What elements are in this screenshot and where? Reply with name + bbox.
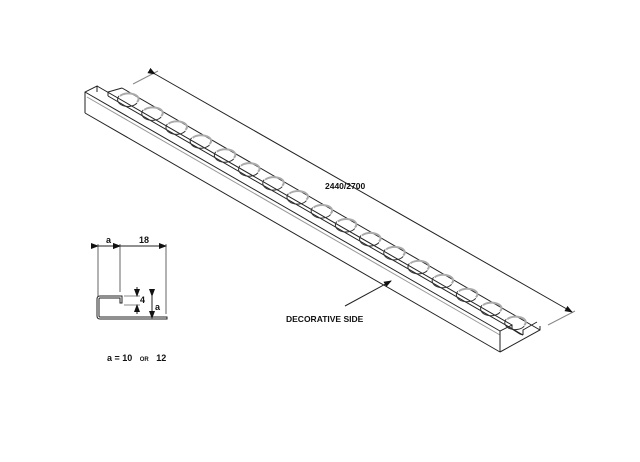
length-label: 2440/2700 — [325, 181, 365, 191]
fixing-hole-shade — [506, 315, 527, 326]
fixing-hole — [238, 165, 259, 177]
fixing-hole — [504, 318, 525, 331]
fixing-hole — [383, 249, 404, 261]
fixing-hole — [286, 193, 307, 205]
dim-width-label: 18 — [139, 235, 149, 245]
fixing-hole — [431, 277, 452, 289]
fixing-hole — [407, 263, 428, 275]
fixing-hole — [359, 235, 380, 247]
fixing-hole — [213, 151, 235, 163]
dim-a-label: a — [106, 235, 112, 245]
fixing-hole — [262, 179, 283, 191]
decorative-leader — [344, 280, 392, 307]
fixing-hole — [455, 290, 477, 303]
fixing-hole — [334, 221, 356, 233]
size-note-or: OR — [140, 357, 150, 363]
dim-hook-label: 4 — [140, 295, 145, 305]
fixing-hole — [165, 123, 186, 135]
fixing-hole — [189, 137, 210, 149]
fixing-hole-shade — [119, 92, 140, 103]
fixing-hole — [480, 304, 501, 317]
fixing-hole — [141, 109, 162, 121]
fixing-hole — [310, 207, 331, 219]
dim-height-label: a — [155, 302, 161, 312]
size-note-prefix: a = 10 — [107, 353, 132, 363]
section-view — [91, 243, 168, 320]
profile-bar — [84, 85, 541, 353]
size-note-suffix: 12 — [156, 353, 166, 363]
length-dimension — [132, 67, 576, 326]
fixing-hole — [117, 95, 138, 107]
decorative-side-label: DECORATIVE SIDE — [286, 314, 364, 324]
fixing-holes — [117, 92, 527, 331]
size-note: a = 10 OR 12 — [107, 348, 166, 365]
